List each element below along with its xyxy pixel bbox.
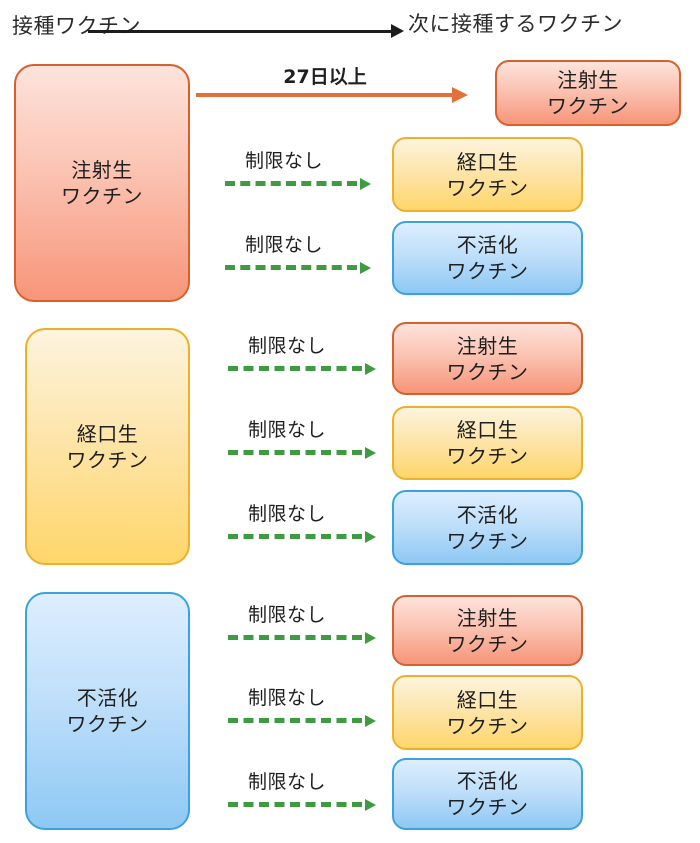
- source-box-injected-live: 注射生 ワクチン: [14, 64, 190, 302]
- target-box-g1-oral-live: 経口生 ワクチン: [392, 137, 583, 212]
- source-box-oral-live-line1: 経口生: [76, 421, 139, 446]
- interval-arrow-line: [196, 93, 454, 97]
- target-box-g3-injected-live-line2: ワクチン: [446, 631, 529, 656]
- dashed-arrow-head-icon: [365, 632, 376, 644]
- connector-g1-inactivated: 制限なし: [225, 234, 373, 274]
- target-box-g2-injected-live: 注射生 ワクチン: [392, 322, 583, 395]
- source-box-injected-live-line1: 注射生: [71, 158, 133, 182]
- target-box-g2-oral-live-line2: ワクチン: [446, 444, 529, 468]
- target-box-g2-inactivated: 不活化 ワクチン: [392, 490, 583, 565]
- target-box-g3-injected-live-line1: 注射生: [456, 605, 519, 630]
- target-box-g1-oral-live-line2: ワクチン: [446, 175, 529, 200]
- connector-g3-injected-live-label: 制限なし: [247, 604, 326, 626]
- dashed-arrow-head-icon: [365, 447, 376, 459]
- interval-arrow-head-icon: [452, 87, 468, 103]
- header-target-label: 次に接種するワクチン: [408, 12, 623, 36]
- target-box-g3-oral-live-line1: 経口生: [456, 687, 519, 712]
- dashed-line-icon: [228, 450, 362, 455]
- source-box-inactivated-line1: 不活化: [76, 686, 139, 710]
- target-box-g3-inactivated: 不活化 ワクチン: [392, 758, 583, 830]
- source-box-injected-live-line2: ワクチン: [61, 184, 143, 208]
- dashed-line-icon: [228, 534, 362, 539]
- target-box-g2-inactivated-line1: 不活化: [456, 502, 519, 527]
- connector-g3-injected-live: 制限なし: [228, 604, 378, 644]
- connector-g2-injected-live-label: 制限なし: [247, 335, 326, 357]
- target-box-g3-injected-live: 注射生 ワクチン: [392, 595, 583, 666]
- target-box-g3-inactivated-line2: ワクチン: [446, 795, 529, 819]
- dashed-arrow-head-icon: [365, 799, 376, 811]
- dashed-arrow-head-icon: [365, 363, 376, 375]
- dashed-arrow-head-icon: [360, 262, 371, 274]
- header-arrow-line: [88, 30, 393, 33]
- connector-g2-oral-live: 制限なし: [228, 419, 378, 459]
- target-box-g1-injected-live-line1: 注射生: [557, 68, 619, 92]
- target-box-g2-oral-live-line1: 経口生: [456, 418, 519, 442]
- target-box-g1-injected-live: 注射生 ワクチン: [495, 60, 681, 126]
- target-box-g1-inactivated-line2: ワクチン: [446, 259, 529, 283]
- connector-g3-inactivated: 制限なし: [228, 771, 378, 811]
- dashed-arrow-head-icon: [360, 178, 371, 190]
- source-box-inactivated: 不活化 ワクチン: [25, 592, 190, 830]
- header-source-label: 接種ワクチン: [12, 14, 141, 38]
- connector-g2-oral-live-label: 制限なし: [247, 419, 326, 441]
- target-box-g2-injected-live-line1: 注射生: [456, 333, 519, 358]
- connector-g1-oral-live: 制限なし: [225, 150, 373, 190]
- target-box-g1-inactivated: 不活化 ワクチン: [392, 221, 583, 295]
- dashed-arrow-head-icon: [365, 715, 376, 727]
- dashed-line-icon: [228, 635, 362, 640]
- source-box-inactivated-line2: ワクチン: [66, 712, 149, 736]
- dashed-line-icon: [225, 265, 357, 270]
- target-box-g3-inactivated-line1: 不活化: [456, 769, 519, 793]
- target-box-g1-oral-live-line1: 経口生: [456, 149, 519, 174]
- target-box-g1-injected-live-line2: ワクチン: [547, 94, 629, 118]
- target-box-g2-oral-live: 経口生 ワクチン: [392, 406, 583, 480]
- source-box-oral-live-line2: ワクチン: [66, 447, 149, 472]
- dashed-line-icon: [228, 802, 362, 807]
- connector-g3-oral-live: 制限なし: [228, 687, 378, 727]
- connector-g2-injected-live: 制限なし: [228, 335, 378, 375]
- source-box-oral-live: 経口生 ワクチン: [25, 328, 190, 565]
- dashed-arrow-head-icon: [365, 531, 376, 543]
- target-box-g3-oral-live-line2: ワクチン: [446, 713, 529, 738]
- header-arrow-head-icon: [391, 24, 404, 38]
- dashed-line-icon: [228, 718, 362, 723]
- connector-g2-inactivated: 制限なし: [228, 503, 378, 543]
- connector-g1-oral-live-label: 制限なし: [244, 150, 323, 172]
- connector-g3-inactivated-label: 制限なし: [247, 771, 326, 793]
- target-box-g2-inactivated-line2: ワクチン: [446, 528, 529, 553]
- target-box-g1-inactivated-line1: 不活化: [456, 233, 519, 257]
- connector-g3-oral-live-label: 制限なし: [247, 687, 326, 709]
- dashed-line-icon: [225, 181, 357, 186]
- dashed-line-icon: [228, 366, 362, 371]
- target-box-g2-injected-live-line2: ワクチン: [446, 359, 529, 384]
- connector-g1-inactivated-label: 制限なし: [244, 234, 323, 256]
- connector-g2-inactivated-label: 制限なし: [247, 503, 326, 525]
- target-box-g3-oral-live: 経口生 ワクチン: [392, 675, 583, 750]
- interval-label-27days: 27日以上: [283, 66, 367, 88]
